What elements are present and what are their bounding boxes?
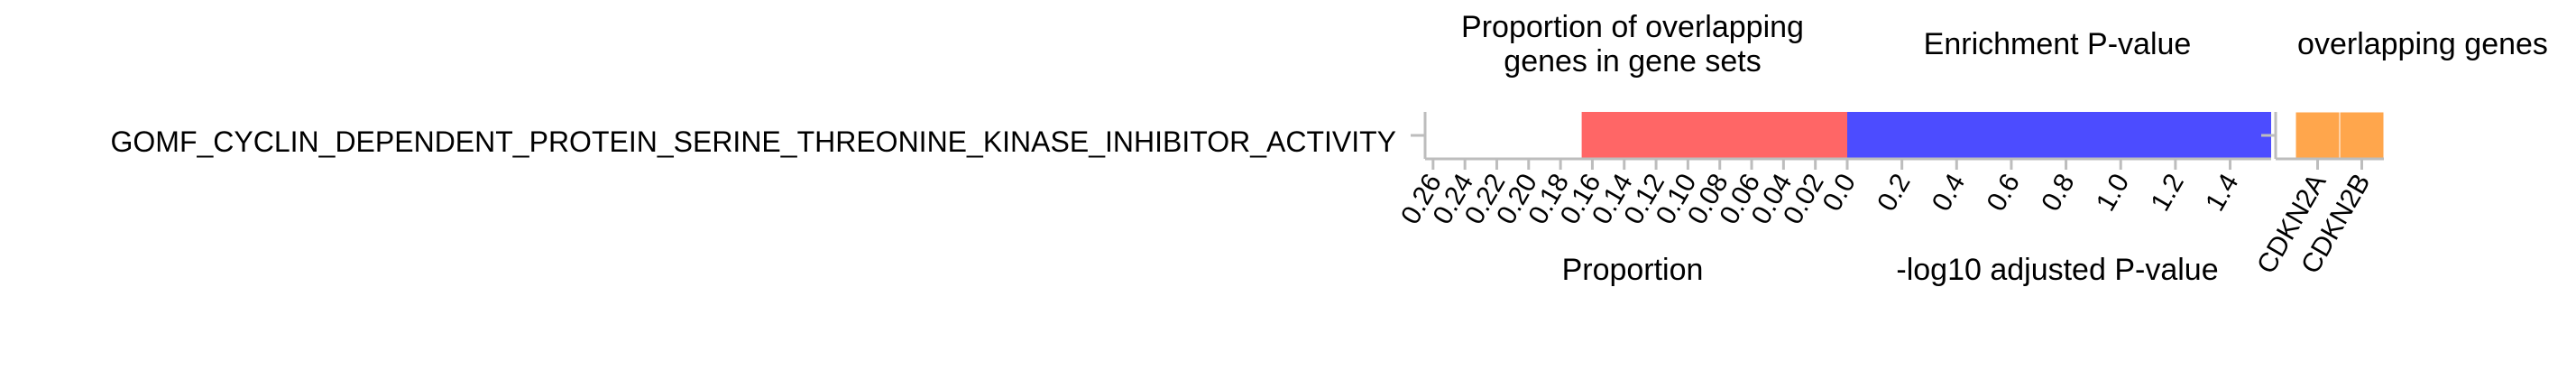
x-tick-label-pvalue: 0.0 <box>1817 169 1862 217</box>
row-label: GOMF_CYCLIN_DEPENDENT_PROTEIN_SERINE_THR… <box>111 125 1397 158</box>
x-tick-label-pvalue: 1.0 <box>2091 169 2135 217</box>
x-axis-label-pvalue: -log10 adjusted P-value <box>1896 253 2218 287</box>
gene-bar <box>2295 111 2341 160</box>
panel-title-genes: overlapping genes <box>2297 27 2548 61</box>
x-tick-label-pvalue: 1.2 <box>2145 169 2189 217</box>
panel-title-pvalue: Enrichment P-value <box>1924 27 2192 61</box>
x-tick-label-pvalue: 0.8 <box>2036 169 2080 217</box>
x-tick-label-pvalue: 0.4 <box>1927 169 1971 217</box>
x-tick-label-pvalue: 0.6 <box>1982 169 2026 217</box>
panel-title-proportion: genes in gene sets <box>1504 44 1761 79</box>
bar-pvalue <box>1847 112 2271 159</box>
x-axis-label-proportion: Proportion <box>1562 253 1704 287</box>
x-tick-label-pvalue: 0.2 <box>1872 169 1916 217</box>
gene-bar <box>2339 111 2385 160</box>
bar-proportion <box>1581 112 1847 159</box>
x-tick-label-pvalue: 1.4 <box>2200 169 2244 217</box>
panel-title-proportion: Proportion of overlapping <box>1461 10 1804 44</box>
